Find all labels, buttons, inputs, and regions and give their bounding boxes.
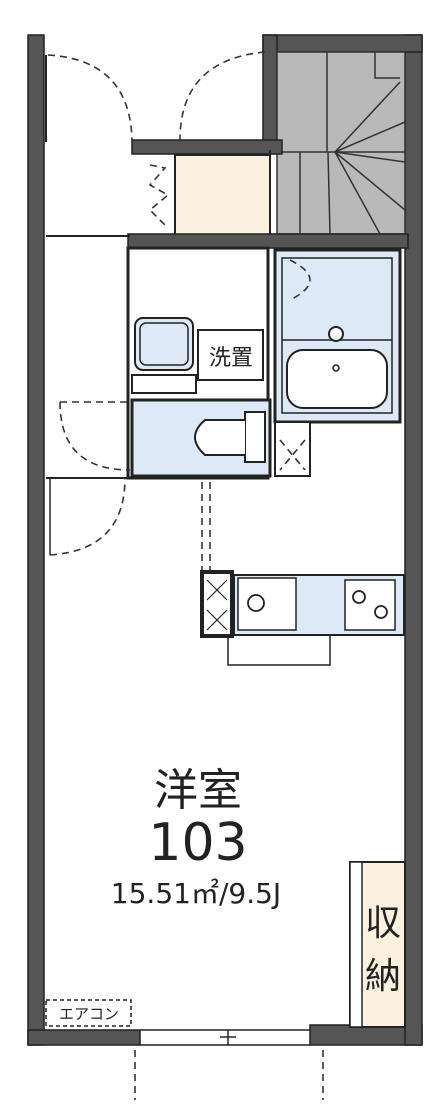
aircon: エアコン	[45, 999, 132, 1027]
toilet	[59, 398, 272, 478]
corridor-dashes	[201, 482, 211, 570]
washer-label: 洗置	[209, 346, 253, 371]
stair-door[interactable]	[179, 51, 266, 141]
balcony-window[interactable]	[134, 1029, 324, 1100]
storage-label-1: 収	[365, 903, 401, 944]
washroom: 洗置	[126, 246, 270, 480]
aircon-label: エアコン	[59, 1005, 119, 1023]
entry-door[interactable]	[45, 54, 133, 142]
bathroom	[273, 248, 402, 477]
room-number: 103	[148, 813, 247, 873]
outer-walls	[27, 34, 423, 1046]
entry-area	[127, 139, 409, 249]
stairs	[276, 51, 406, 235]
storage-label-2: 納	[365, 956, 401, 997]
left-door-lower[interactable]	[46, 477, 130, 556]
room-label: 洋室 103 15.51㎡/9.5J	[111, 765, 281, 910]
room-name: 洋室	[154, 765, 242, 816]
storage-closet: 収 納	[349, 861, 406, 1028]
room-area: 15.51㎡/9.5J	[111, 877, 281, 910]
kitchen	[200, 570, 405, 666]
